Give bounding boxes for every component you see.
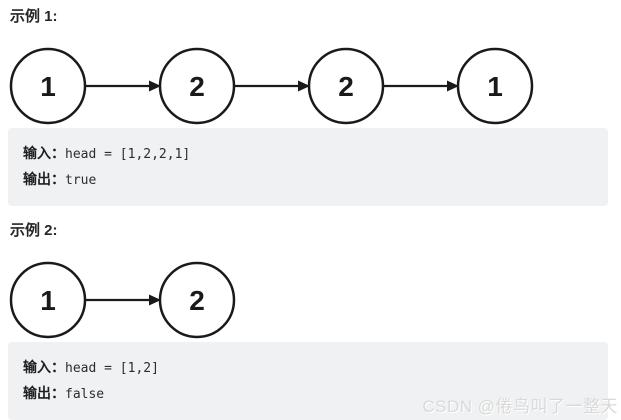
list-node	[9, 261, 87, 339]
output-label: 输出：	[23, 171, 65, 187]
input-line: 输入：head = [1,2]	[23, 355, 593, 381]
output-label: 输出：	[23, 385, 65, 401]
input-value: head = [1,2,2,1]	[65, 147, 191, 162]
arrow-head-icon	[149, 294, 161, 306]
linked-list-diagram-1: 1 2 2 1	[9, 47, 534, 125]
input-line: 输入：head = [1,2,2,1]	[23, 141, 593, 167]
node-value: 1	[40, 285, 56, 316]
node-value: 2	[338, 71, 354, 102]
example-1-code-block: 输入：head = [1,2,2,1] 输出：true	[8, 128, 608, 206]
list-node	[307, 47, 385, 125]
input-label: 输入：	[23, 145, 65, 161]
node-value: 1	[487, 71, 503, 102]
output-line: 输出：false	[23, 381, 593, 407]
csdn-watermark: CSDN @倦鸟叫了一整天	[422, 397, 618, 416]
input-label: 输入：	[23, 359, 65, 375]
output-value: false	[65, 387, 105, 402]
example-1-section: 示例 1: 1 2 2 1 输入：head = [1,2,2,1] 输出：true	[0, 8, 621, 206]
arrow-head-icon	[447, 80, 459, 92]
node-value: 1	[40, 71, 56, 102]
example-2-heading: 示例 2:	[10, 222, 58, 239]
node-value: 2	[189, 285, 205, 316]
node-value: 2	[189, 71, 205, 102]
output-value: true	[65, 173, 97, 188]
list-node	[456, 47, 534, 125]
input-value: head = [1,2]	[65, 361, 159, 376]
arrow-head-icon	[298, 80, 310, 92]
list-node	[158, 261, 236, 339]
output-line: 输出：true	[23, 167, 593, 193]
arrow-head-icon	[149, 80, 161, 92]
example-2-code-block: 输入：head = [1,2] 输出：false	[8, 342, 608, 420]
list-node	[9, 47, 87, 125]
example-1-heading: 示例 1:	[10, 8, 58, 25]
list-node	[158, 47, 236, 125]
